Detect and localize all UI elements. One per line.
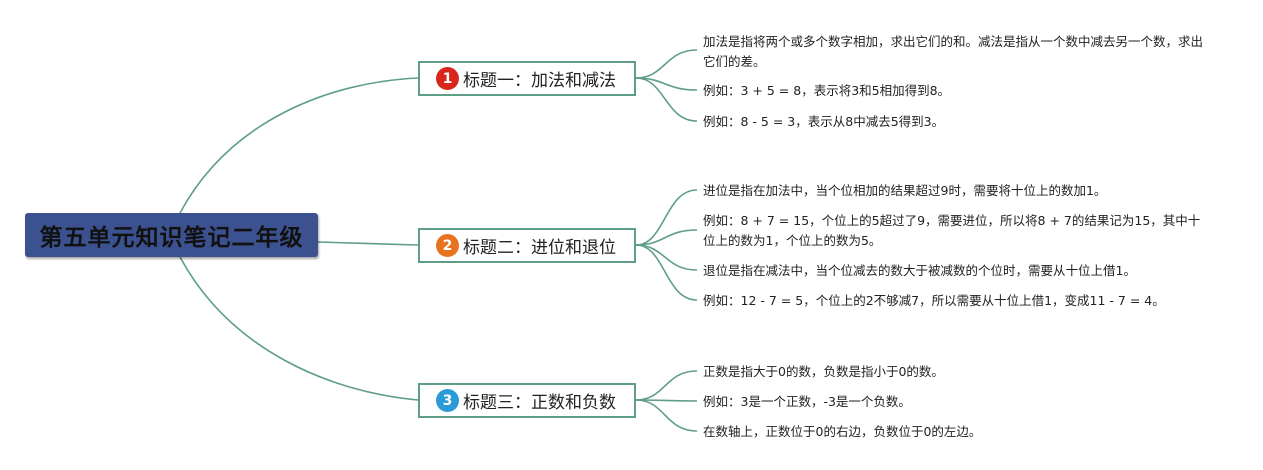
root-topic[interactable]: 第五单元知识笔记二年级: [25, 213, 318, 257]
connector-root-topic-1: [179, 77, 419, 214]
topic-2-note-4: 例如：12 - 7 = 5，个位上的2不够减7，所以需要从十位上借1，变成11 …: [703, 293, 1165, 308]
topic-1-title: 标题一：加法和减法: [463, 71, 616, 91]
topic-3-title: 标题三：正数和负数: [463, 393, 616, 413]
root-topic-title: 第五单元知识笔记二年级: [39, 225, 304, 251]
topic-2-note-1: 进位是指在加法中，当个位相加的结果超过9时，需要将十位上的数加1。: [703, 183, 1107, 198]
topic-2[interactable]: 2 标题二：进位和退位: [418, 228, 636, 263]
number-2-badge-icon: 2: [436, 234, 459, 257]
topic-3-note-3: 在数轴上，正数位于0的右边，负数位于0的左边。: [703, 424, 982, 439]
topic-3-note-2: 例如：3是一个正数，-3是一个负数。: [703, 394, 911, 409]
connector-root-topic-3: [179, 256, 419, 401]
topic-1-note-1: 加法是指将两个或多个数字相加，求出它们的和。减法是指从一个数中减去另一个数，求出…: [703, 34, 1204, 69]
number-1-badge-icon: 1: [436, 67, 459, 90]
number-3-badge-icon: 3: [436, 389, 459, 412]
topic-3-note-1: 正数是指大于0的数，负数是指小于0的数。: [703, 364, 944, 379]
topic-2-note-2: 例如：8 + 7 = 15，个位上的5超过了9，需要进位，所以将8 + 7的结果…: [703, 213, 1201, 248]
connector-root-topic-2: [317, 241, 419, 246]
topic-3[interactable]: 3 标题三：正数和负数: [418, 383, 636, 418]
topic-1-note-2: 例如：3 + 5 = 8，表示将3和5相加得到8。: [703, 83, 951, 98]
topic-1[interactable]: 1 标题一：加法和减法: [418, 61, 636, 96]
topic-2-title: 标题二：进位和退位: [463, 238, 616, 258]
topic-2-note-3: 退位是指在减法中，当个位减去的数大于被减数的个位时，需要从十位上借1。: [703, 263, 1136, 278]
topic-1-note-3: 例如：8 - 5 = 3，表示从8中减去5得到3。: [703, 114, 945, 129]
